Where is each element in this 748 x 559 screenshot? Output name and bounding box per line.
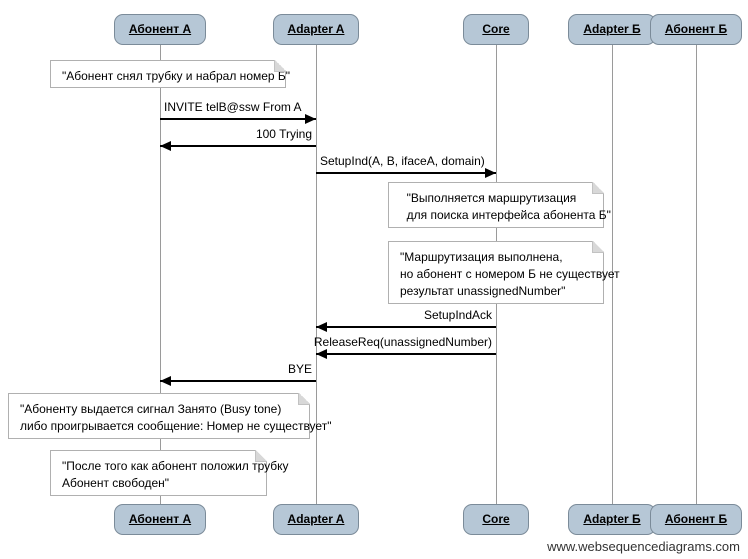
note-line: для поиска интерфейса абонента Б" [400,208,611,222]
participant-label: Абонент А [128,22,192,36]
message-line [316,353,496,355]
participant-label: Adapter A [287,512,345,526]
arrow-head-icon [316,349,327,359]
note-fold-corner-icon [274,60,286,72]
message-line [160,118,316,120]
note-routing-done[interactable]: "Маршрутизация выполнена, но абонент с но… [388,241,620,304]
note-fold-corner-icon [592,241,604,253]
note-line: но абонент с номером Б не существует [400,267,620,281]
participant-label: Adapter Б [583,22,641,36]
participant-box-bottom-2[interactable]: Core [463,504,529,535]
note-fold-corner-icon [592,182,604,194]
message-label: INVITE telB@ssw From A [164,100,302,114]
arrow-head-icon [485,168,496,178]
participant-box-bottom-4[interactable]: Абонент Б [649,504,743,535]
note-line: либо проигрывается сообщение: Номер не с… [20,419,332,433]
footer-credit: www.websequencediagrams.com [547,539,740,554]
note-line: "Абонент снял трубку и набрал номер Б" [62,69,291,83]
note-line: Абонент свободен" [62,476,170,490]
message-line [160,145,316,147]
lifeline-1 [316,45,317,504]
participant-box-bottom-1[interactable]: Adapter A [272,504,360,535]
participant-box-top-2[interactable]: Core [463,14,529,45]
participant-box-top-4[interactable]: Абонент Б [649,14,743,45]
arrow-head-icon [305,114,316,124]
message-label: SetupInd(A, B, ifaceA, domain) [320,154,485,168]
message-label: 100 Trying [255,127,312,141]
participant-box-top-1[interactable]: Adapter A [272,14,360,45]
lifeline-4 [696,45,697,504]
participant-label: Adapter Б [583,512,641,526]
message-label: BYE [287,362,312,376]
note-line: результат unassignedNumber" [400,284,566,298]
note-offhook[interactable]: "Абонент снял трубку и набрал номер Б" [50,60,291,88]
message-label: SetupIndAck [423,308,492,322]
participant-label: Adapter A [287,22,345,36]
arrow-head-icon [316,322,327,332]
participant-label: Абонент Б [664,512,728,526]
message-label: ReleaseReq(unassignedNumber) [313,335,492,349]
message-line [316,172,496,174]
participant-label: Абонент А [128,512,192,526]
participant-box-bottom-3[interactable]: Adapter Б [568,504,656,535]
arrow-head-icon [160,141,171,151]
note-line: "Абоненту выдается сигнал Занято (Busy t… [20,402,282,416]
participant-label: Core [482,22,510,36]
participant-box-top-3[interactable]: Adapter Б [568,14,656,45]
lifeline-3 [612,45,613,504]
note-line: "Выполняется маршрутизация [400,191,577,205]
participant-label: Абонент Б [664,22,728,36]
note-routing-in-progress[interactable]: "Выполняется маршрутизация для поиска ин… [388,182,611,228]
note-line: "Маршрутизация выполнена, [400,250,563,264]
message-line [316,326,496,328]
note-fold-corner-icon [298,393,310,405]
lifeline-0 [160,45,161,504]
note-fold-corner-icon [255,450,267,462]
note-busy-tone[interactable]: "Абоненту выдается сигнал Занято (Busy t… [8,393,332,439]
participant-label: Core [482,512,510,526]
message-line [160,380,316,382]
participant-box-top-0[interactable]: Абонент А [113,14,207,45]
note-line: "После того как абонент положил трубку [62,459,289,473]
participant-box-bottom-0[interactable]: Абонент А [113,504,207,535]
arrow-head-icon [160,376,171,386]
